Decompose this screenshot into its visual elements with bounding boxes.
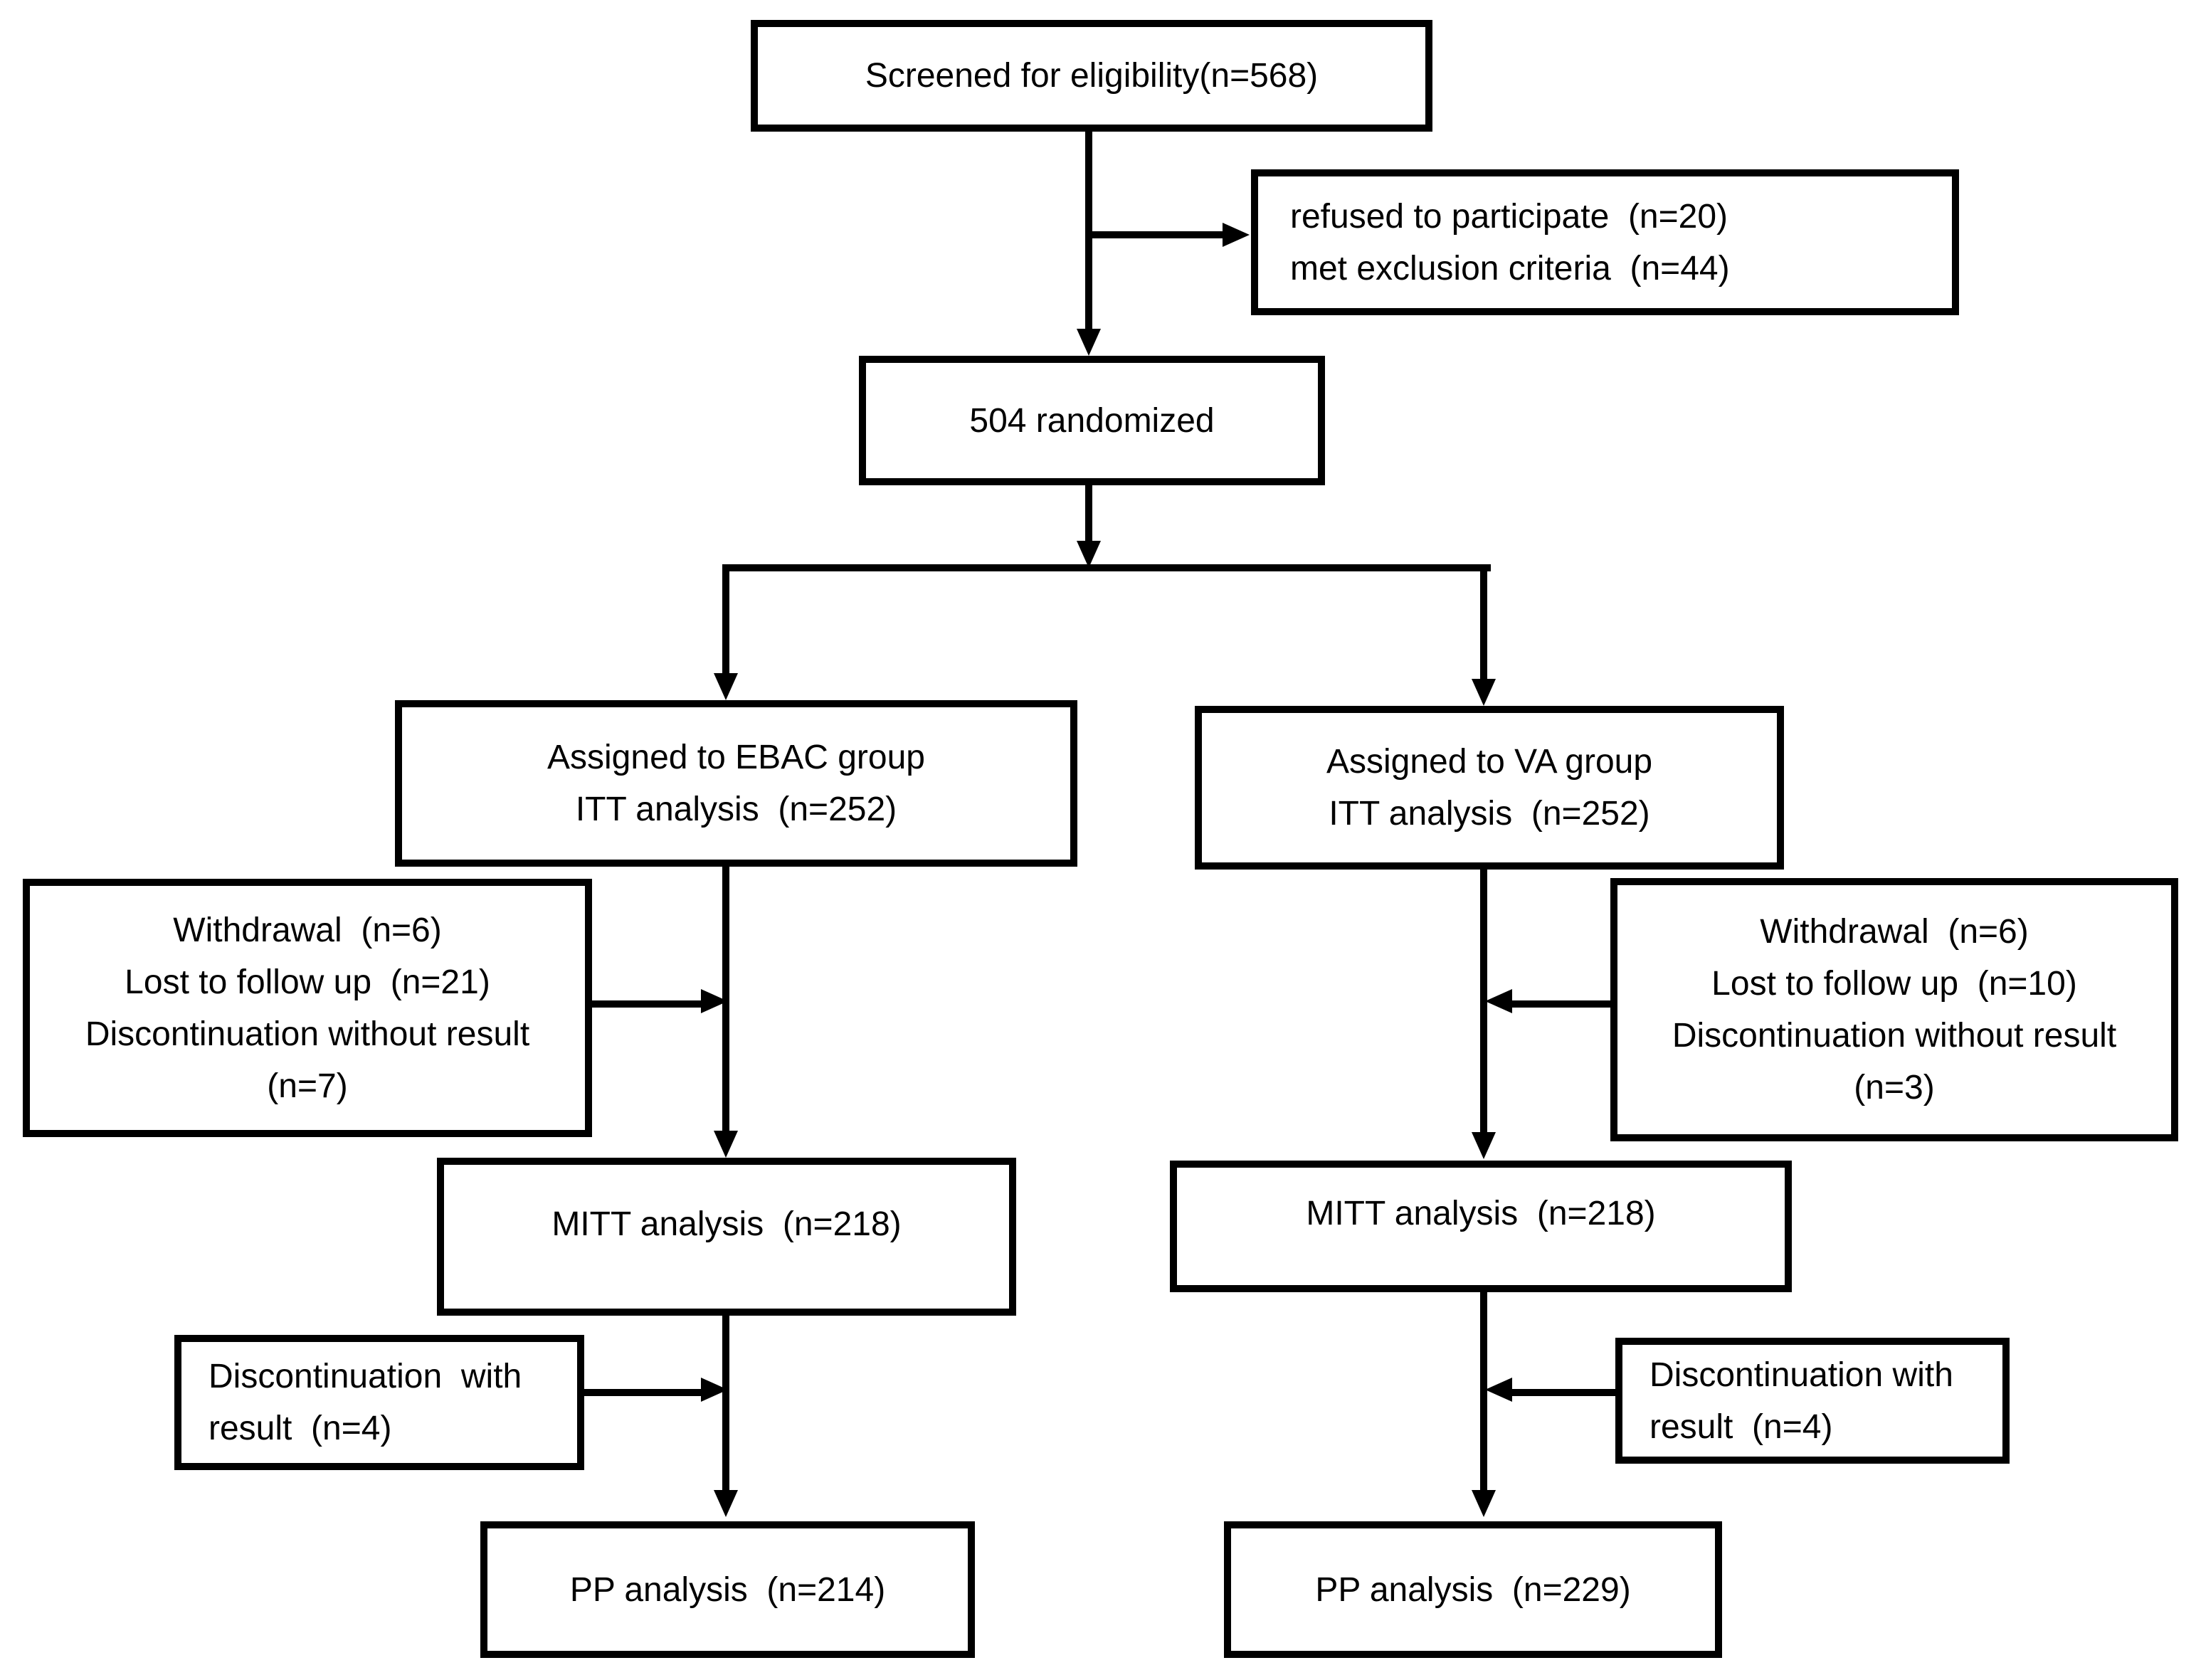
ebac-line-1: Assigned to EBAC group [547, 739, 925, 776]
box-discontinuation-right: Discontinuation with result (n=4) [1615, 1338, 2010, 1464]
box-pp-left: PP analysis (n=214) [480, 1521, 975, 1658]
withdrawal-right-line-1: Withdrawal (n=6) [1760, 913, 2029, 951]
arrow-branch-to-va [1480, 564, 1487, 679]
arrow-va-to-mitt-right [1480, 868, 1487, 1132]
withdrawal-left-line-2: Lost to follow up (n=21) [125, 963, 490, 1001]
mitt-left-label: MITT analysis (n=218) [551, 1205, 902, 1243]
arrow-mitt-left-to-pp-left [722, 1314, 729, 1490]
disc-right-line-2: result (n=4) [1649, 1407, 1833, 1446]
arrow-disc-right-to-line [1512, 1389, 1617, 1396]
excluded-line-2: met exclusion criteria (n=44) [1290, 249, 1730, 287]
arrow-screened-to-randomized-arrowhead [1077, 329, 1101, 356]
box-randomized: 504 randomized [859, 356, 1325, 485]
arrow-disc-left-to-line-arrowhead [701, 1378, 728, 1402]
box-pp-right: PP analysis (n=229) [1224, 1521, 1722, 1658]
box-assigned-va: Assigned to VA group ITT analysis (n=252… [1195, 706, 1784, 870]
va-line-1: Assigned to VA group [1326, 743, 1653, 781]
disc-left-line-2: result (n=4) [208, 1410, 392, 1447]
box-withdrawal-left: Withdrawal (n=6) Lost to follow up (n=21… [23, 879, 592, 1137]
arrow-disc-left-to-line [582, 1389, 701, 1396]
box-assigned-ebac: Assigned to EBAC group ITT analysis (n=2… [395, 700, 1077, 867]
arrow-branch-to-ebac-arrowhead [714, 673, 738, 700]
arrow-va-to-mitt-right-arrowhead [1472, 1132, 1496, 1159]
arrow-withdrawal-right-to-line [1512, 1000, 1612, 1008]
arrow-branch-to-ebac [722, 564, 729, 673]
branch-line [722, 564, 1491, 571]
box-mitt-left: MITT analysis (n=218) [437, 1158, 1016, 1316]
box-discontinuation-left: Discontinuation with result (n=4) [174, 1335, 584, 1470]
box-excluded: refused to participate (n=20) met exclus… [1251, 169, 1959, 315]
randomized-label: 504 randomized [969, 401, 1215, 440]
disc-right-line-1: Discontinuation with [1649, 1356, 1953, 1394]
arrow-ebac-to-mitt-left-arrowhead [714, 1131, 738, 1158]
arrow-randomized-to-branch [1085, 484, 1092, 541]
arrow-mitt-left-to-pp-left-arrowhead [714, 1490, 738, 1517]
arrow-disc-right-to-line-arrowhead [1485, 1378, 1512, 1402]
box-withdrawal-right: Withdrawal (n=6) Lost to follow up (n=10… [1610, 878, 2178, 1141]
excluded-line-1: refused to participate (n=20) [1290, 197, 1728, 236]
arrow-branch-to-va-arrowhead [1472, 679, 1496, 706]
withdrawal-right-line-2: Lost to follow up (n=10) [1711, 965, 2077, 1003]
pp-right-label: PP analysis (n=229) [1315, 1570, 1631, 1609]
va-line-2: ITT analysis (n=252) [1329, 795, 1650, 833]
mitt-right-label: MITT analysis (n=218) [1306, 1195, 1656, 1232]
arrow-screened-to-excluded [1089, 231, 1223, 238]
screened-label: Screened for eligibility(n=568) [865, 57, 1319, 95]
ebac-line-2: ITT analysis (n=252) [575, 791, 897, 828]
withdrawal-left-line-4: (n=7) [267, 1067, 348, 1105]
withdrawal-right-line-3: Discontinuation without result [1672, 1017, 2117, 1055]
arrow-mitt-right-to-pp-right-arrowhead [1472, 1490, 1496, 1517]
withdrawal-left-line-3: Discontinuation without result [85, 1015, 530, 1053]
box-screened-eligibility: Screened for eligibility(n=568) [751, 20, 1432, 132]
pp-left-label: PP analysis (n=214) [569, 1570, 886, 1609]
arrow-screened-to-excluded-arrowhead [1223, 223, 1250, 247]
disc-left-line-1: Discontinuation with [208, 1358, 522, 1395]
arrow-mitt-right-to-pp-right [1480, 1291, 1487, 1490]
box-mitt-right: MITT analysis (n=218) [1170, 1161, 1792, 1292]
withdrawal-left-line-1: Withdrawal (n=6) [173, 911, 442, 949]
arrow-withdrawal-right-to-line-arrowhead [1485, 989, 1512, 1013]
arrow-screened-to-randomized [1085, 132, 1092, 329]
arrow-withdrawal-left-to-line [591, 1000, 701, 1008]
arrow-randomized-to-branch-arrowhead [1077, 541, 1101, 568]
arrow-withdrawal-left-to-line-arrowhead [701, 989, 728, 1013]
withdrawal-right-line-4: (n=3) [1854, 1069, 1935, 1106]
